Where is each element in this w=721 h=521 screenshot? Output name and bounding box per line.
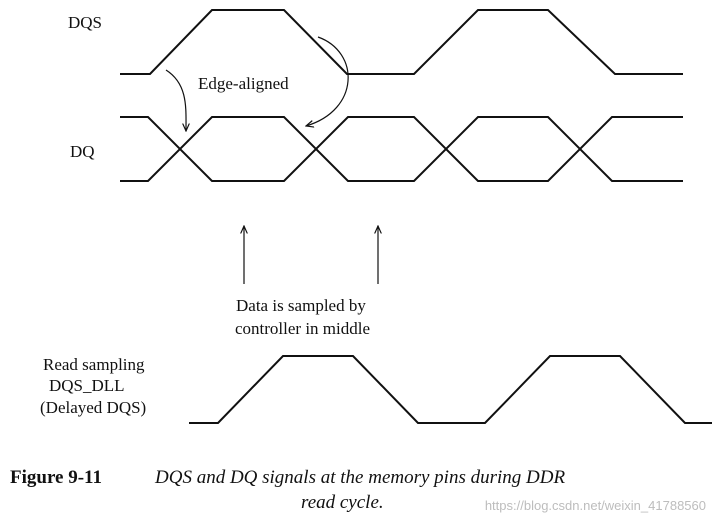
figure-number: Figure 9-11: [10, 467, 102, 488]
dq-label: DQ: [70, 142, 95, 161]
sampled-text-line1: Data is sampled by: [236, 296, 366, 315]
read-sampling-label-line3: (Delayed DQS): [40, 398, 146, 417]
dqs-dll-waveform: [189, 355, 712, 424]
read-sampling-label-line2: DQS_DLL: [49, 376, 125, 395]
dqs-waveform: [120, 9, 683, 75]
dq-waveform-lower: [120, 116, 683, 182]
sampled-text-line2: controller in middle: [235, 319, 370, 338]
read-sampling-label-line1: Read sampling: [43, 355, 145, 374]
caption-line2: read cycle.: [301, 492, 384, 513]
dqs-label: DQS: [68, 13, 102, 32]
caption-line1: DQS and DQ signals at the memory pins du…: [154, 467, 565, 488]
dq-waveform-upper: [120, 116, 683, 182]
edge-aligned-arrow-left: [165, 69, 186, 131]
edge-aligned-label: Edge-aligned: [198, 74, 289, 93]
edge-aligned-arrow-right: [306, 36, 349, 126]
watermark-text: https://blog.csdn.net/weixin_41788560: [485, 498, 706, 513]
